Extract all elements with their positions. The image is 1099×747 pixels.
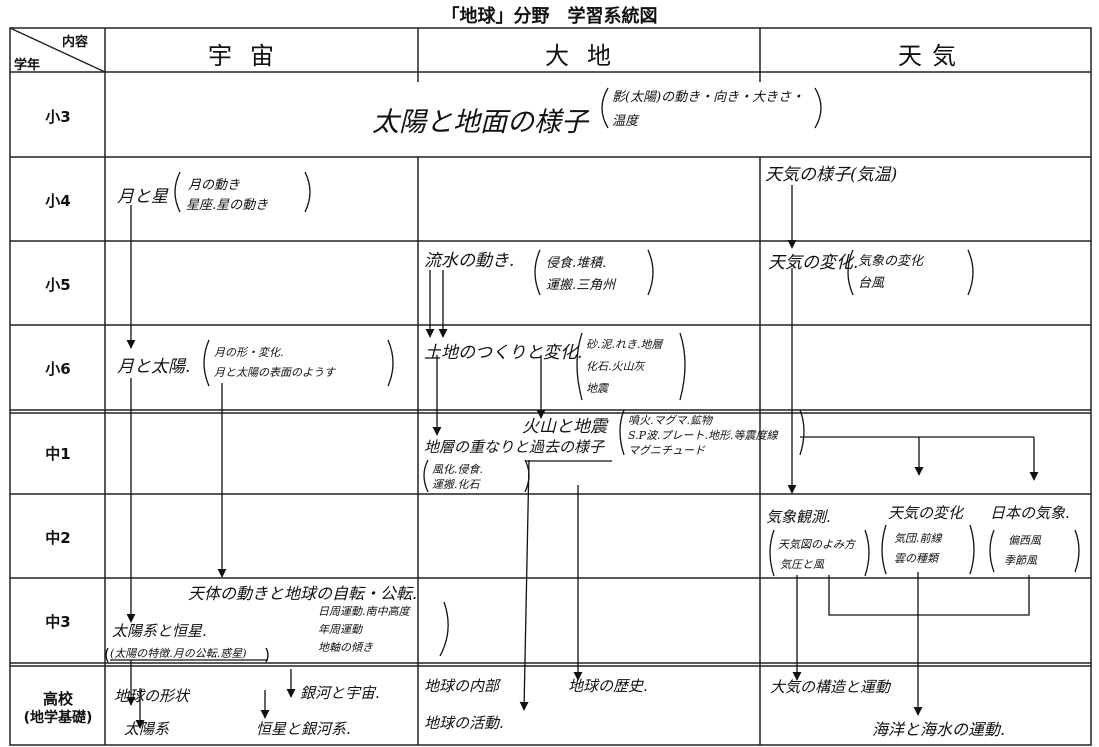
entry-j1-strata-detail: 運搬.化石 — [432, 478, 480, 491]
grade-label: 小3 — [45, 108, 71, 126]
grade-label: 小4 — [45, 192, 71, 210]
entry-g4-space-detail: 星座.星の動き — [186, 198, 269, 213]
grade-label: 小6 — [45, 360, 71, 378]
entry-j2-japan-detail: 偏西風 — [1008, 534, 1041, 547]
entry-g5-earth: 流水の動き. — [424, 251, 515, 271]
entry-j3-motion-detail: 日周運動.南中高度 — [318, 605, 410, 618]
entry-j2-change-detail: 気団.前線 — [894, 532, 942, 545]
entry-g4-weather: 天気の様子(気温) — [765, 165, 898, 185]
entry-g6-earth-detail: 砂.泥.れき.地層 — [586, 338, 663, 351]
entry-j2-change-detail: 雲の種類 — [894, 552, 938, 565]
entry-hs-earth: 地球の活動. — [424, 714, 504, 732]
entry-g6-earth: 土地のつくりと変化. — [424, 343, 583, 363]
grade-label: 小5 — [45, 276, 71, 294]
grade-label: 中3 — [45, 613, 71, 631]
entry-g3-main: 太陽と地面の様子 — [372, 107, 588, 138]
entry-g5-weather-detail: 気象の変化 — [858, 254, 924, 269]
entry-g5-weather-detail: 台風 — [858, 276, 885, 291]
entry-j3-solar: 太陽系と恒星. — [112, 622, 207, 640]
entry-hs-space: 太陽系 — [124, 720, 170, 738]
entry-j3-motion-detail: 地軸の傾き — [318, 641, 373, 654]
column-header-earth: 大地 — [545, 42, 629, 70]
entry-hs-space: 地球の形状 — [114, 687, 190, 705]
entry-j3-motion-detail: 年周運動 — [318, 623, 362, 636]
entry-j1-volcano-detail: 噴火.マグマ.鉱物 — [628, 414, 712, 427]
entry-g5-weather: 天気の変化. — [768, 253, 859, 273]
entry-j1-strata: 地層の重なりと過去の様子 — [424, 438, 605, 456]
entry-hs-weather: 海洋と海水の運動. — [872, 720, 1006, 739]
entry-hs-space: 恒星と銀河系. — [256, 720, 351, 738]
entry-g5-earth-detail: 運搬.三角州 — [546, 278, 616, 293]
page-title: 「地球」分野 学習系統図 — [441, 6, 658, 27]
entry-j1-volcano-detail: S.P波.プレート.地形.等震度線 — [628, 429, 778, 442]
entry-hs-earth: 地球の歴史. — [568, 677, 648, 695]
entry-hs-weather: 大気の構造と運動 — [770, 678, 891, 696]
entry-j2-japan: 日本の気象. — [990, 504, 1070, 522]
entry-g6-earth-detail: 化石.火山灰 — [586, 360, 645, 373]
entry-j2-obs-detail: 気圧と風 — [780, 558, 824, 571]
entry-j2-japan-detail: 季節風 — [1004, 554, 1037, 567]
entry-g6-space-detail: 月と太陽の表面のようす — [214, 366, 335, 379]
entry-g6-earth-detail: 地震 — [586, 382, 608, 395]
grade-label: (地学基礎) — [23, 710, 93, 726]
entry-g6-space: 月と太陽. — [117, 357, 191, 377]
grade-label: 中1 — [45, 445, 71, 463]
entry-j1-volcano: 火山と地震 — [522, 417, 607, 437]
grade-label: 中2 — [45, 529, 71, 547]
entry-g3-detail: 温度 — [612, 114, 639, 129]
entry-g4-space: 月と星 — [117, 187, 168, 207]
entry-g5-earth-detail: 侵食.堆積. — [546, 256, 607, 271]
entry-j2-obs: 気象観測. — [766, 508, 831, 526]
entry-g4-space-detail: 月の動き — [188, 178, 241, 193]
entry-j1-volcano-detail: マグニチュード — [628, 444, 705, 457]
grade-label: 高校 — [42, 690, 73, 708]
entry-g3-detail: 影(太陽)の動き・向き・大きさ・ — [612, 90, 805, 105]
entry-hs-earth: 地球の内部 — [424, 677, 500, 695]
column-header-weather: 天気 — [898, 42, 966, 70]
entry-g6-space-detail: 月の形・変化. — [214, 346, 284, 359]
header-content-label: 内容 — [62, 35, 89, 50]
entry-hs-space: 銀河と宇宙. — [300, 684, 380, 702]
entry-j2-obs-detail: 天気図のよみ方 — [778, 538, 855, 551]
entry-j3-solar-detail: (太陽の特徴.月の公転.惑星) — [110, 647, 247, 660]
column-header-space: 宇宙 — [208, 42, 292, 70]
entry-j2-change: 天気の変化 — [888, 504, 964, 522]
entry-j3-motion: 天体の動きと地球の自転・公転. — [188, 584, 418, 603]
header-grade-label: 学年 — [14, 58, 41, 73]
entry-j1-strata-detail: 風化.侵食. — [432, 463, 483, 476]
